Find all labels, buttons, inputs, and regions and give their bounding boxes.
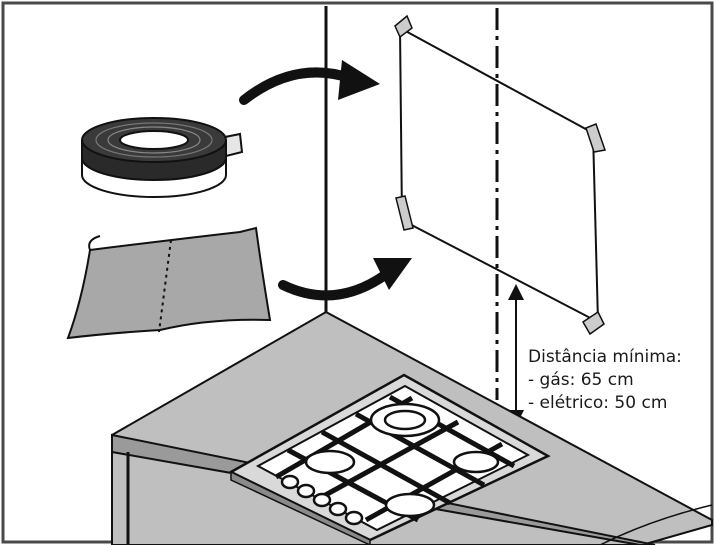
- electric-distance: - elétrico: 50 cm: [528, 393, 668, 413]
- gas-hob-icon: [228, 373, 551, 545]
- minimum-distance-title: Distância mínima:: [528, 347, 682, 367]
- gas-distance: - gás: 65 cm: [528, 370, 634, 390]
- arrow-icon: [239, 60, 380, 105]
- wall-protection-outline: [394, 14, 606, 336]
- protective-sheet-icon: [66, 226, 272, 340]
- minimum-distance-note: Distância mínima: - gás: 65 cm - elétric…: [528, 346, 682, 415]
- adhesive-tape-roll-icon: [81, 117, 244, 198]
- arrow-icon: [278, 258, 412, 301]
